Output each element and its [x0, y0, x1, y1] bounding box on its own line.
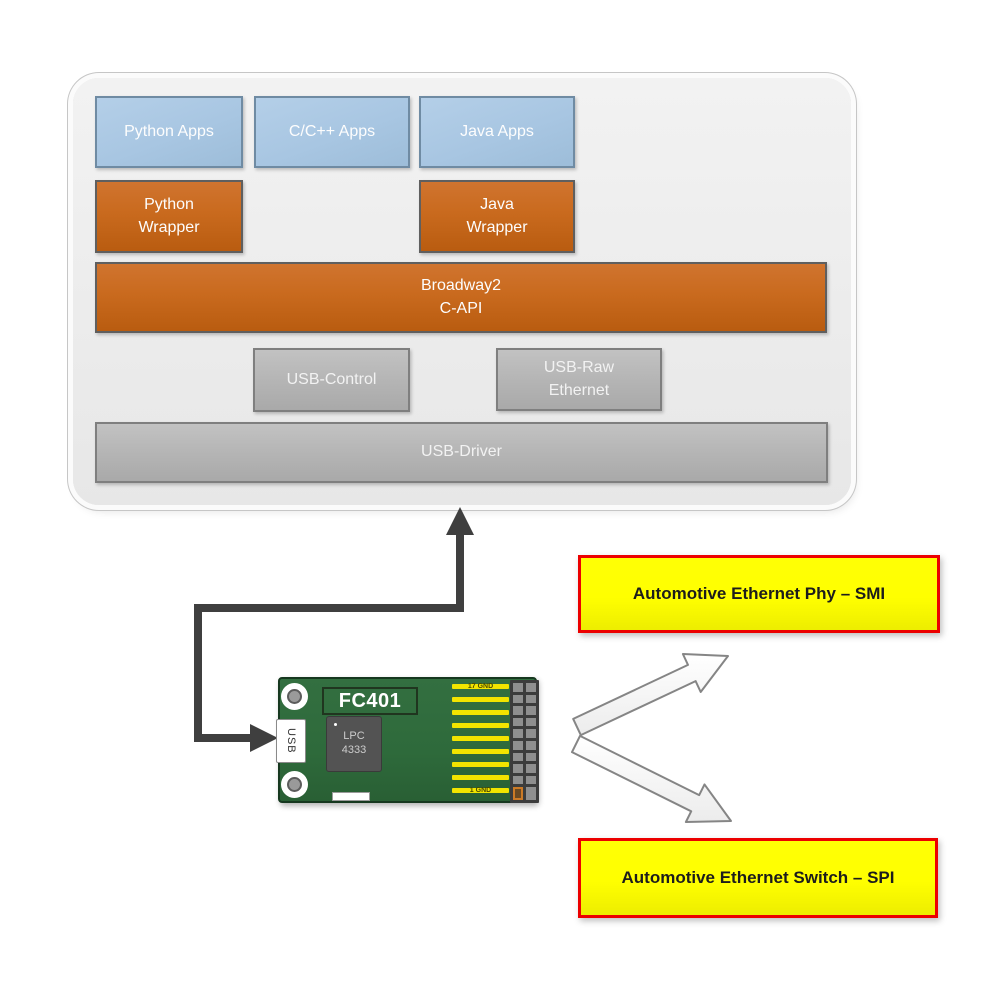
pin-traces: 17 GND 1 GND: [452, 683, 509, 794]
pad: [513, 683, 523, 692]
trace: [452, 736, 509, 741]
python-apps-box: Python Apps: [95, 96, 243, 168]
automotive-ethernet-switch-box: Automotive Ethernet Switch – SPI: [578, 838, 938, 918]
pad: [513, 694, 523, 704]
pad: [513, 740, 523, 750]
trace: [452, 762, 509, 767]
pad: [526, 740, 536, 750]
pad: [513, 717, 523, 727]
trace: [452, 710, 509, 715]
trace: 17 GND: [452, 683, 509, 690]
java-wrapper-box: Java Wrapper: [419, 180, 575, 253]
c-cpp-apps-box: C/C++ Apps: [254, 96, 410, 168]
pad: [526, 787, 536, 800]
pin-label-top: 17 GND: [467, 683, 494, 690]
trace: [452, 723, 509, 728]
trace: [452, 749, 509, 754]
mounting-hole-top: [281, 683, 308, 710]
arrow-to-switch-icon: [571, 734, 732, 823]
usb-connector: USB: [276, 719, 306, 763]
pad: [513, 775, 523, 785]
pad: [513, 752, 523, 762]
usb-raw-ethernet-box: USB-Raw Ethernet: [496, 348, 662, 411]
board-title: FC401: [322, 687, 418, 715]
pad: [526, 683, 536, 692]
chip-pin1-dot: [334, 723, 337, 726]
mounting-hole-bottom: [281, 771, 308, 798]
usb-control-box: USB-Control: [253, 348, 410, 412]
trace: [452, 697, 509, 702]
pad: [513, 729, 523, 738]
pad: [513, 706, 523, 715]
automotive-ethernet-phy-box: Automotive Ethernet Phy – SMI: [578, 555, 940, 633]
arrow-to-phy-icon: [572, 653, 729, 737]
fc401-board: FC401 USB LPC 4333 17 GND 1 GND: [276, 677, 539, 803]
pad: [526, 764, 536, 773]
pad: [526, 694, 536, 704]
lpc4333-chip: LPC 4333: [326, 716, 382, 772]
board-notch: [332, 792, 370, 801]
pad: [526, 729, 536, 738]
chip-label: LPC 4333: [341, 730, 367, 756]
software-stack-container: Python Apps C/C++ Apps Java Apps Python …: [73, 78, 851, 505]
pad: [526, 752, 536, 762]
java-apps-box: Java Apps: [419, 96, 575, 168]
usb-driver-box: USB-Driver: [95, 422, 828, 483]
arrowhead-up-icon: [446, 507, 474, 535]
arrowhead-right-icon: [250, 724, 278, 752]
trace: [452, 775, 509, 780]
pad: [513, 787, 523, 800]
pin-label-bottom: 1 GND: [469, 787, 492, 794]
pad: [526, 775, 536, 785]
pad: [513, 764, 523, 773]
broadway2-c-api-box: Broadway2 C-API: [95, 262, 827, 333]
pin-pad-grid: [510, 680, 539, 803]
pad: [526, 717, 536, 727]
trace: 1 GND: [452, 787, 509, 794]
python-wrapper-box: Python Wrapper: [95, 180, 243, 253]
pad: [526, 706, 536, 715]
